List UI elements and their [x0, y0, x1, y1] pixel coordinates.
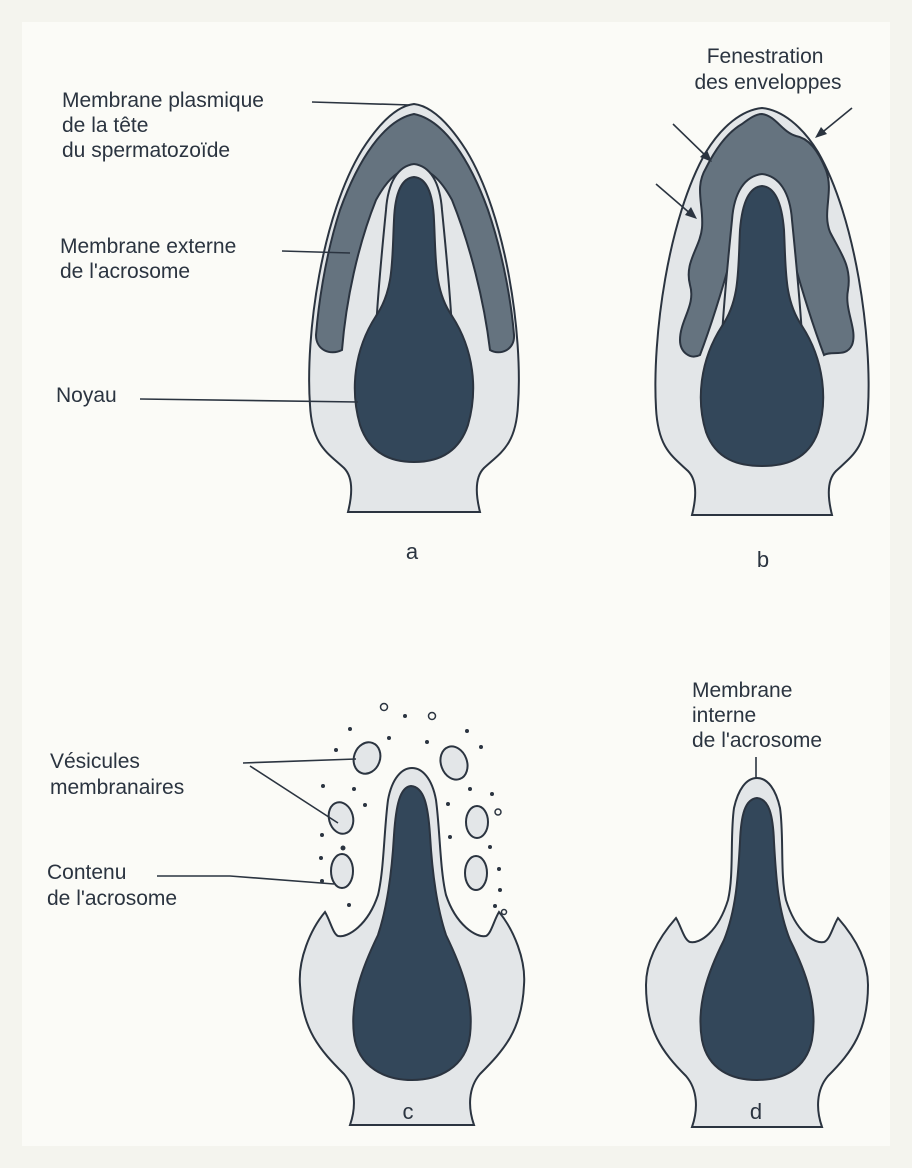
panel-a-nucleus — [353, 175, 475, 464]
leader-nucleus — [139, 398, 359, 403]
label-acrosome-content: Contenu de l'acrosome — [47, 861, 177, 910]
panel-c-letter: c — [403, 1099, 414, 1124]
vesicle — [464, 855, 488, 891]
panel-a: Membrane plasmique de la tête du spermat… — [56, 89, 520, 564]
vesicle — [465, 805, 489, 839]
panel-d-letter: d — [750, 1099, 762, 1124]
vesicles — [327, 741, 489, 891]
label-nucleus: Noyau — [56, 384, 117, 407]
panel-d: Membrane interne de l'acrosome d — [644, 679, 870, 1128]
label-inner-acrosomal-membrane: Membrane interne de l'acrosome — [692, 679, 822, 752]
leader-plasma-membrane — [311, 101, 411, 106]
panel-c: Vésicules membranaires Contenu de l'acro… — [47, 702, 526, 1126]
panel-a-letter: a — [406, 539, 419, 564]
label-outer-acrosomal-membrane: Membrane externe de l'acrosome — [60, 235, 242, 283]
acrosome-content-particles — [319, 702, 508, 916]
arrow-fenestration-left-upper — [672, 123, 709, 159]
panel-b-nucleus — [699, 184, 825, 468]
label-plasma-membrane: Membrane plasmique de la tête du spermat… — [62, 89, 270, 162]
vesicle — [327, 801, 355, 835]
arrow-fenestration-left-upper-head — [700, 150, 712, 162]
arrow-fenestration-left-lower-head — [685, 207, 697, 219]
panel-b: Fenestration des enveloppes b — [654, 45, 870, 572]
label-vesicles: Vésicules membranaires — [50, 750, 184, 799]
leader-outer-acrosomal-membrane — [281, 250, 351, 254]
arrow-fenestration-right-head — [815, 127, 827, 138]
vesicle — [352, 741, 382, 775]
panel-c-nucleus — [352, 784, 472, 1082]
label-fenestration: Fenestration des enveloppes — [694, 45, 841, 94]
panel-b-letter: b — [757, 547, 769, 572]
arrow-fenestration-right — [818, 107, 853, 136]
panel-d-nucleus — [699, 796, 815, 1082]
leader-vesicles — [242, 758, 357, 824]
vesicle — [439, 745, 469, 781]
vesicle — [330, 853, 354, 889]
leader-acrosome-content — [157, 875, 335, 885]
arrow-fenestration-left-lower — [655, 183, 693, 216]
